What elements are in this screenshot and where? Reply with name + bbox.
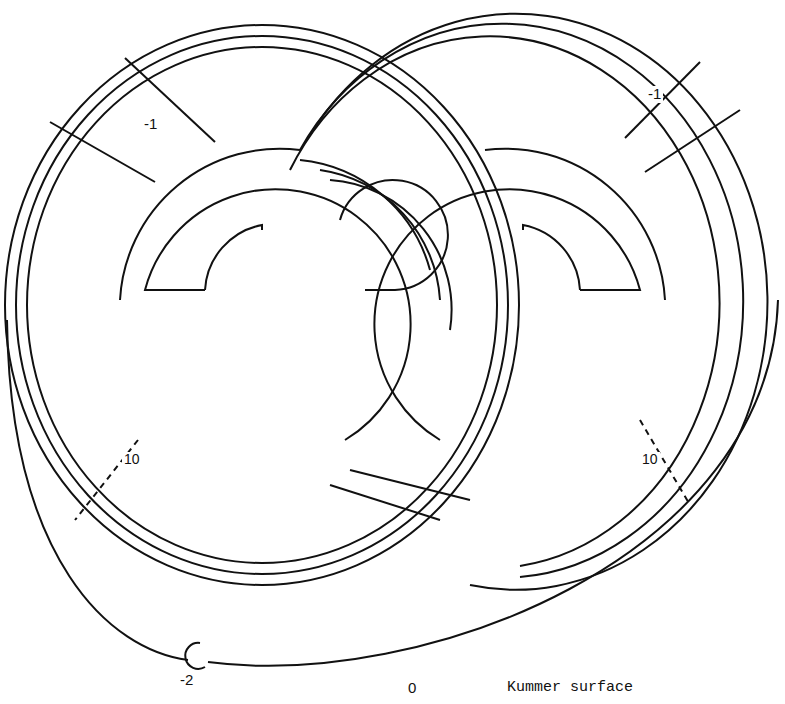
- zero-strand: [208, 300, 778, 666]
- inner-strand: [523, 225, 580, 290]
- band-strand: [27, 47, 497, 563]
- framing-line: [50, 122, 155, 182]
- band-strand: [290, 36, 720, 566]
- inner-strand: [485, 149, 665, 300]
- inner-strand: [320, 170, 440, 300]
- framing-line: [645, 110, 740, 172]
- zero-strand: [7, 320, 188, 660]
- handle-bands: [5, 14, 778, 669]
- band-strand: [16, 36, 508, 574]
- meridian-circle: [185, 643, 205, 669]
- twist-number: 10: [640, 452, 660, 467]
- inner-strand: [340, 180, 448, 290]
- inner-strand: [145, 189, 411, 440]
- figure-caption: Kummer surface: [505, 680, 635, 697]
- framing-number: 0: [406, 680, 418, 697]
- inner-strand: [330, 485, 440, 520]
- inner-strand: [330, 180, 452, 330]
- framing-number: -1: [142, 116, 159, 133]
- twist-marker: [640, 420, 690, 505]
- framing-line: [125, 58, 215, 142]
- inner-strand: [120, 149, 300, 300]
- inner-strand: [350, 470, 470, 500]
- framing-line: [625, 62, 700, 138]
- inner-strand: [205, 225, 262, 290]
- twist-number: 10: [122, 452, 142, 467]
- framing-number: -1: [646, 86, 663, 103]
- band-strand: [310, 14, 767, 590]
- band-strand: [5, 25, 519, 585]
- band-strand: [300, 24, 743, 577]
- framing-number: -2: [178, 672, 195, 689]
